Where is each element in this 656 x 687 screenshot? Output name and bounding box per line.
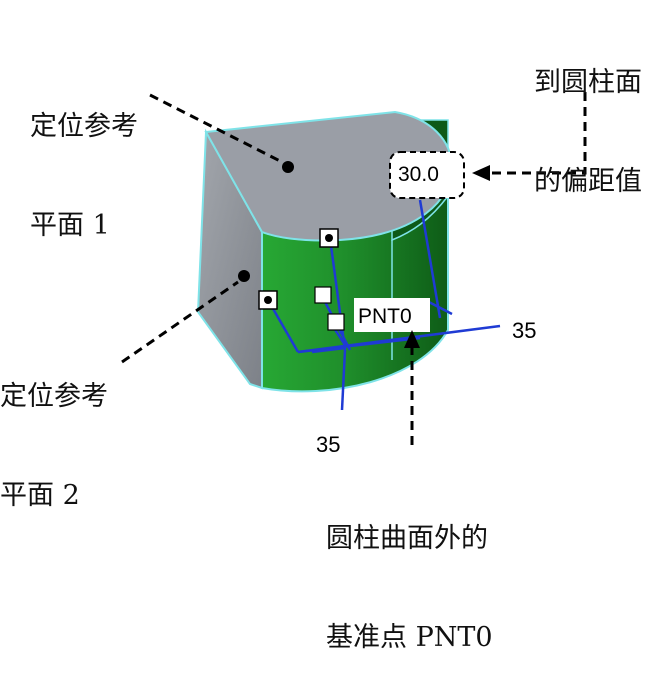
label-ref-plane-1-line2: 平面 1 — [30, 210, 110, 241]
offset-value-box[interactable] — [389, 151, 465, 199]
label-offset-line1: 到圆柱面 — [534, 67, 642, 98]
label-ref-plane-1-line1: 定位参考 — [30, 111, 138, 142]
offset-value: 30.0 — [398, 163, 439, 186]
ref-plane-1-face — [204, 110, 454, 242]
label-datum-line2: 基准点 PNT0 — [326, 622, 493, 653]
handle-lower[interactable] — [327, 313, 345, 331]
diagram-canvas: 30.0 PNT0 定位参考 平面 1 定位参考 平面 2 到圆柱面 的偏距值 … — [0, 0, 642, 653]
point-tag-box — [354, 298, 430, 332]
label-datum-point: 圆柱曲面外的 基准点 PNT0 — [326, 456, 493, 687]
ref-plane-2-dot — [238, 270, 250, 282]
label-datum-line1: 圆柱曲面外的 — [326, 523, 488, 554]
label-ref-plane-2-line1: 定位参考 — [0, 381, 108, 412]
leader-lines — [121, 92, 587, 445]
arrow-heads — [404, 165, 490, 348]
label-offset-line2: 的偏距值 — [534, 166, 642, 197]
handle-markers — [258, 228, 345, 331]
dimension-right-value[interactable]: 35 — [512, 318, 537, 343]
handle-middle[interactable] — [314, 286, 332, 304]
label-ref-plane-2-line2: 平面 2 — [0, 480, 80, 511]
ref-plane-1-dot — [282, 161, 294, 173]
point-tag: PNT0 — [358, 305, 412, 328]
part-illustration: 30.0 PNT0 — [121, 92, 587, 445]
label-ref-plane-2: 定位参考 平面 2 — [0, 314, 108, 545]
dimension-bottom-value[interactable]: 35 — [316, 432, 341, 457]
label-ref-plane-1: 定位参考 平面 1 — [30, 44, 138, 275]
label-offset-to-cylinder: 到圆柱面 的偏距值 — [534, 0, 642, 231]
